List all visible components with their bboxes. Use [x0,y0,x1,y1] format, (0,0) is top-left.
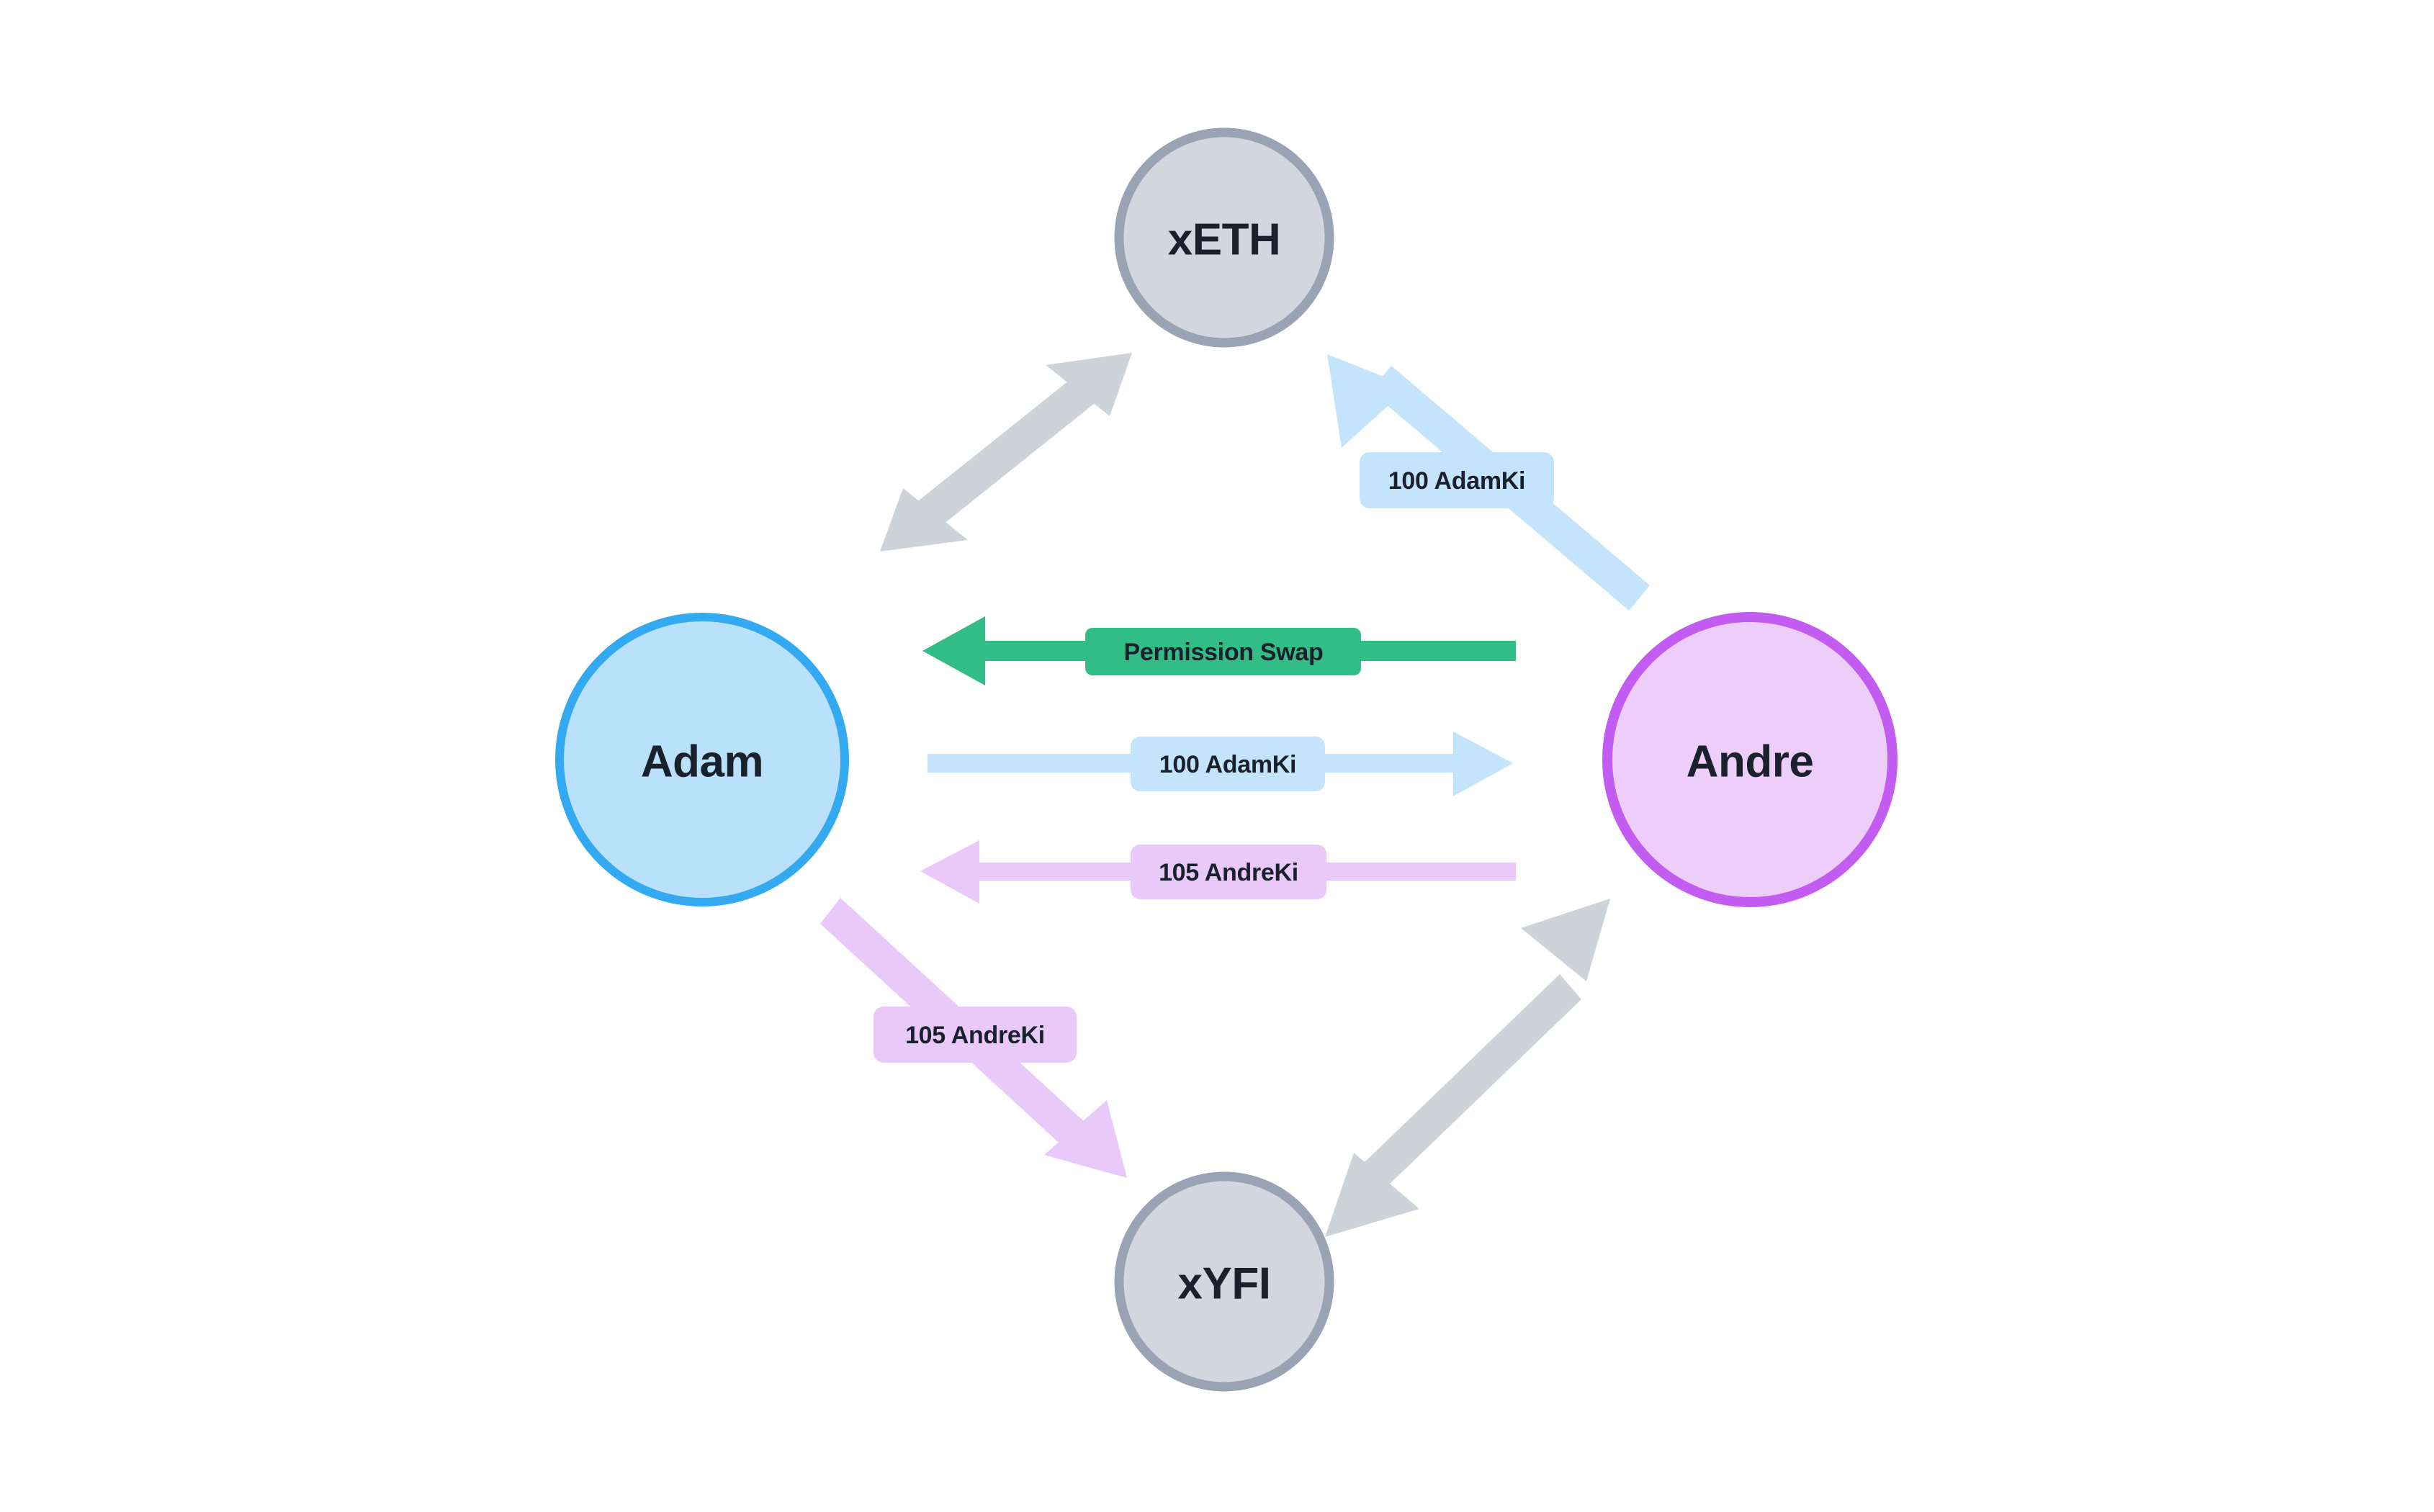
edge-adam-xeth[interactable] [880,353,1132,552]
edge-xyfi-andre-arrowhead-down [1325,1153,1419,1237]
edge-permission-swap-label-box [1085,628,1361,675]
node-adam[interactable]: Adam [555,613,849,906]
edge-andre-adam-arrowhead [920,840,979,904]
edge-xyfi-andre-arrowhead-up [1521,899,1610,981]
edge-xyfi-andre-shaft [1365,974,1581,1187]
edge-andre-adam-label: 105 AndreKi [1159,859,1298,886]
node-xyfi-label: xYFI [1178,1259,1271,1309]
node-andre[interactable]: Andre [1602,612,1898,907]
edge-xyfi-andre[interactable] [1325,899,1610,1237]
edge-adam-xyfi[interactable]: 105 AndreKi [820,898,1127,1178]
node-andre-label: Andre [1687,737,1814,787]
edge-adam-xeth-arrowhead-down [880,488,968,552]
node-andre-circle [1602,612,1898,907]
edge-adam-xeth-shaft [908,369,1105,536]
edge-adam-xeth-arrowhead-up [1046,353,1132,416]
edge-permission-swap-arrowhead [922,616,985,685]
edge-permission-swap[interactable]: Permission Swap [922,616,1516,685]
node-xyfi-circle [1114,1171,1334,1392]
node-xyfi[interactable]: xYFI [1114,1171,1334,1392]
node-adam-label: Adam [641,737,763,787]
edge-adam-xyfi-label-box [874,1007,1077,1063]
node-adam-circle [555,613,849,906]
edge-andre-adam-andreki[interactable]: 105 AndreKi [920,840,1516,904]
edge-permission-swap-label: Permission Swap [1123,639,1323,666]
edge-adam-andre-label-box [1131,737,1325,791]
node-xeth-label: xETH [1168,215,1280,265]
node-xeth-circle [1114,127,1334,348]
edge-andre-xeth-arrowhead [1327,354,1409,448]
edge-adam-andre-label: 100 AdamKi [1159,751,1296,778]
edge-andre-xeth-label: 100 AdamKi [1388,467,1525,495]
edge-adam-andre-adamki[interactable]: 100 AdamKi [928,732,1513,796]
node-xeth[interactable]: xETH [1114,127,1334,348]
edge-andre-xeth[interactable]: 100 AdamKi [1327,354,1650,611]
edge-adam-xyfi-label: 105 AndreKi [905,1022,1045,1049]
edge-andre-adam-label-box [1131,845,1326,899]
edge-andre-xeth-label-box [1360,452,1554,508]
edge-adam-xyfi-arrowhead [1044,1100,1127,1178]
edge-adam-andre-arrowhead [1453,732,1513,796]
